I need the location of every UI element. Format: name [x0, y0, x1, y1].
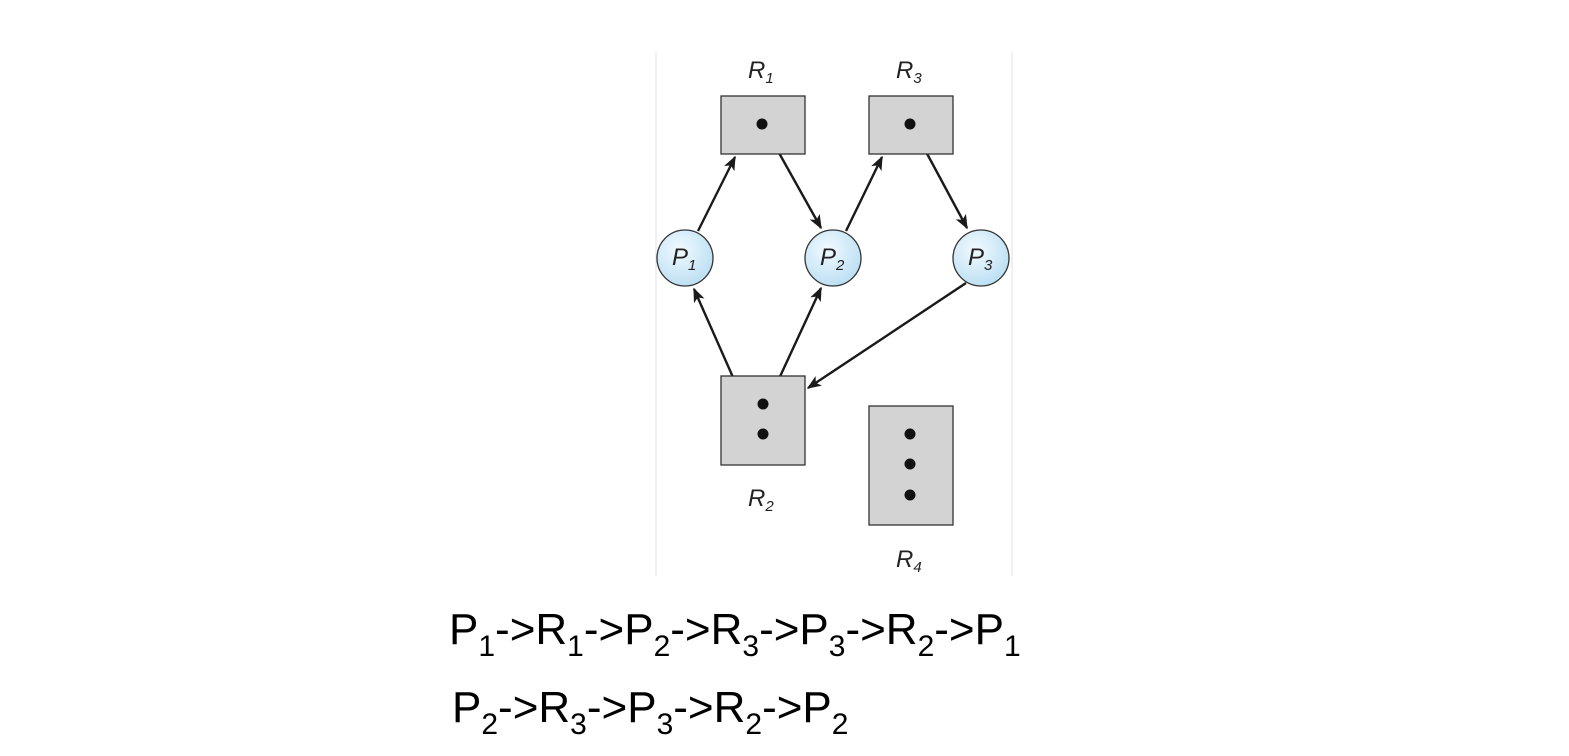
cycle-step-subscript: 2 — [745, 708, 763, 741]
resource-r4-label: R4 — [896, 546, 922, 576]
process-p2-label: P2 — [820, 244, 845, 274]
cycle-step-text: ->R — [670, 605, 743, 654]
process-p2-node — [804, 229, 862, 287]
cycle-step-subscript: 1 — [567, 630, 584, 663]
process-p1-label: P1 — [672, 244, 696, 274]
cycle-step-text: P — [452, 683, 482, 732]
cycle-step-text: ->P — [586, 683, 657, 732]
cycle-step-text: ->R — [845, 605, 918, 654]
cycle-step-subscript: 3 — [570, 708, 587, 741]
process-p1-node — [656, 229, 714, 287]
edge-p2-to-r3 — [844, 155, 884, 232]
cycle-step-text: ->R — [673, 683, 746, 732]
cycle-path-1: P1->R1->P2->R3->P3->R2->P1 — [449, 605, 1021, 662]
resource-r2-instance-1 — [757, 398, 769, 410]
cycle-step-text: ->R — [495, 605, 568, 654]
process-p3-label: P3 — [968, 244, 993, 274]
resource-r1-box — [720, 95, 806, 155]
cycle-step-text: ->P — [759, 605, 829, 654]
cycle-step-subscript: 2 — [481, 708, 499, 741]
resource-r2-label: R2 — [748, 485, 774, 515]
cycle-step-text: P — [449, 605, 479, 654]
cycle-step-subscript: 1 — [478, 630, 496, 663]
resource-r4-instance-3 — [904, 489, 916, 501]
cycle-step-text: ->R — [498, 683, 571, 732]
edge-p3-to-r2 — [806, 282, 967, 389]
resource-r3-instance-1 — [904, 118, 916, 130]
cycle-step-subscript: 2 — [917, 630, 935, 663]
resource-r1-instance-1 — [756, 118, 768, 130]
cycle-step-subscript: 3 — [828, 630, 846, 663]
cycle-step-subscript: 2 — [653, 630, 671, 663]
cycle-step-subscript: 2 — [831, 708, 849, 741]
cycle-step-text: ->P — [583, 605, 654, 654]
resource-r1-label: R1 — [748, 57, 774, 87]
cycle-step-text: ->P — [934, 605, 1004, 654]
cycle-step-subscript: 3 — [742, 630, 760, 663]
edge-p1-to-r1 — [696, 155, 737, 232]
process-p3-node — [952, 229, 1010, 287]
resource-r3-label: R3 — [896, 57, 922, 87]
cycle-step-subscript: 3 — [656, 708, 674, 741]
resource-r2-box — [720, 375, 806, 466]
resource-r4-instance-2 — [904, 458, 916, 470]
cycle-step-text: ->P — [762, 683, 832, 732]
resource-r2-instance-2 — [757, 428, 769, 440]
cycle-path-2: P2->R3->P3->R2->P2 — [452, 683, 848, 740]
resource-r4-instance-1 — [904, 428, 916, 440]
cycle-step-subscript: 1 — [1003, 630, 1021, 663]
